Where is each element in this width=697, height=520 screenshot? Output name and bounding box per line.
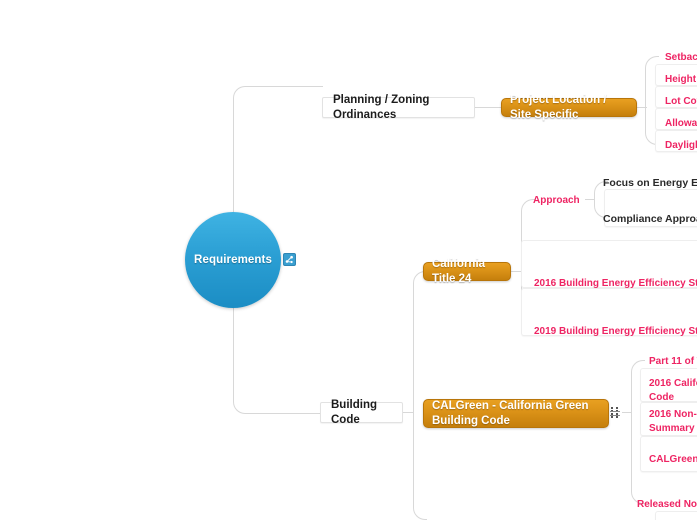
leaf-label-2016-nonres-summary: 2016 Non-Re Summary — [649, 409, 697, 434]
leaf-label-part11-title24: Part 11 of Tit — [649, 356, 697, 367]
connector-project-top — [645, 56, 659, 108]
root-node-requirements[interactable]: Requirements — [185, 212, 281, 308]
connector-title24-stub — [511, 271, 523, 272]
node-label: Building Code — [331, 399, 377, 426]
root-node-label: Requirements — [194, 254, 272, 266]
node-project-location[interactable]: Project Location / Site Specific — [501, 94, 637, 121]
leaf-label-allowable-uses: Allowabl — [665, 118, 697, 129]
leaf-card[interactable] — [655, 108, 697, 130]
leaf-label-lot-coverage: Lot Cove — [665, 96, 697, 107]
leaf-label-2016-standards: 2016 Building Energy Efficiency Standard… — [534, 278, 697, 289]
connector-approach-stub — [585, 199, 595, 200]
connector-calgreen-stub — [622, 412, 632, 413]
connector-planning-to-project — [475, 107, 503, 108]
mindmap-collapse-icon[interactable] — [283, 253, 296, 266]
node-label: Project Location / Site Specific — [510, 93, 607, 121]
leaf-label-approach: Approach — [533, 195, 580, 206]
node-label: CALGreen - California Green Building Cod… — [432, 399, 589, 427]
leaf-card[interactable] — [521, 240, 697, 288]
node-building-code[interactable]: Building Code — [320, 399, 403, 426]
leaf-card[interactable] — [521, 288, 697, 336]
leaf-label-2016-california-code: 2016 Californ Code — [649, 378, 697, 403]
connector-calgreen-top — [631, 360, 645, 413]
leaf-card[interactable] — [655, 511, 697, 520]
node-california-title-24[interactable]: California Title 24 — [423, 258, 511, 285]
leaf-card[interactable] — [604, 189, 697, 227]
drag-grip-icon[interactable] — [609, 407, 621, 420]
leaf-label-compliance-approaches: Compliance Approaches — [603, 213, 697, 225]
leaf-card[interactable] — [640, 436, 697, 472]
leaf-label-height-restrictions: Height R — [665, 74, 697, 85]
connector-buildingcode-bottom — [413, 412, 427, 520]
connector-project-stub — [635, 107, 647, 108]
leaf-card[interactable] — [655, 86, 697, 108]
node-label: California Title 24 — [432, 257, 486, 285]
connector-buildingcode-top — [413, 271, 427, 413]
leaf-card[interactable] — [655, 130, 697, 152]
leaf-label-2019-standards: 2019 Building Energy Efficiency Standard… — [534, 326, 697, 337]
connector-title24-top — [521, 199, 535, 272]
node-calgreen[interactable]: CALGreen - California Green Building Cod… — [423, 399, 609, 428]
connector-approach-top — [594, 181, 608, 200]
leaf-card[interactable] — [640, 402, 697, 436]
leaf-label-calgreen-materials: CALGreen M — [649, 454, 697, 465]
connector-root-bottom — [233, 259, 323, 414]
connector-buildingcode-stub — [402, 412, 414, 413]
leaf-card[interactable] — [655, 64, 697, 86]
leaf-card[interactable] — [640, 368, 697, 402]
node-planning-zoning-ordinances[interactable]: Planning / Zoning Ordinances — [322, 94, 475, 121]
leaf-label-daylight: Daylight — [665, 140, 697, 151]
connector-root-top — [233, 86, 323, 261]
leaf-label-released-nov8: Released Nov 8, — [637, 499, 697, 510]
leaf-label-setbacks: Setbacks — [665, 52, 697, 63]
leaf-label-focus-energy-efficiency: Focus on Energy Efficien — [603, 177, 697, 189]
node-label: Planning / Zoning Ordinances — [333, 94, 430, 121]
